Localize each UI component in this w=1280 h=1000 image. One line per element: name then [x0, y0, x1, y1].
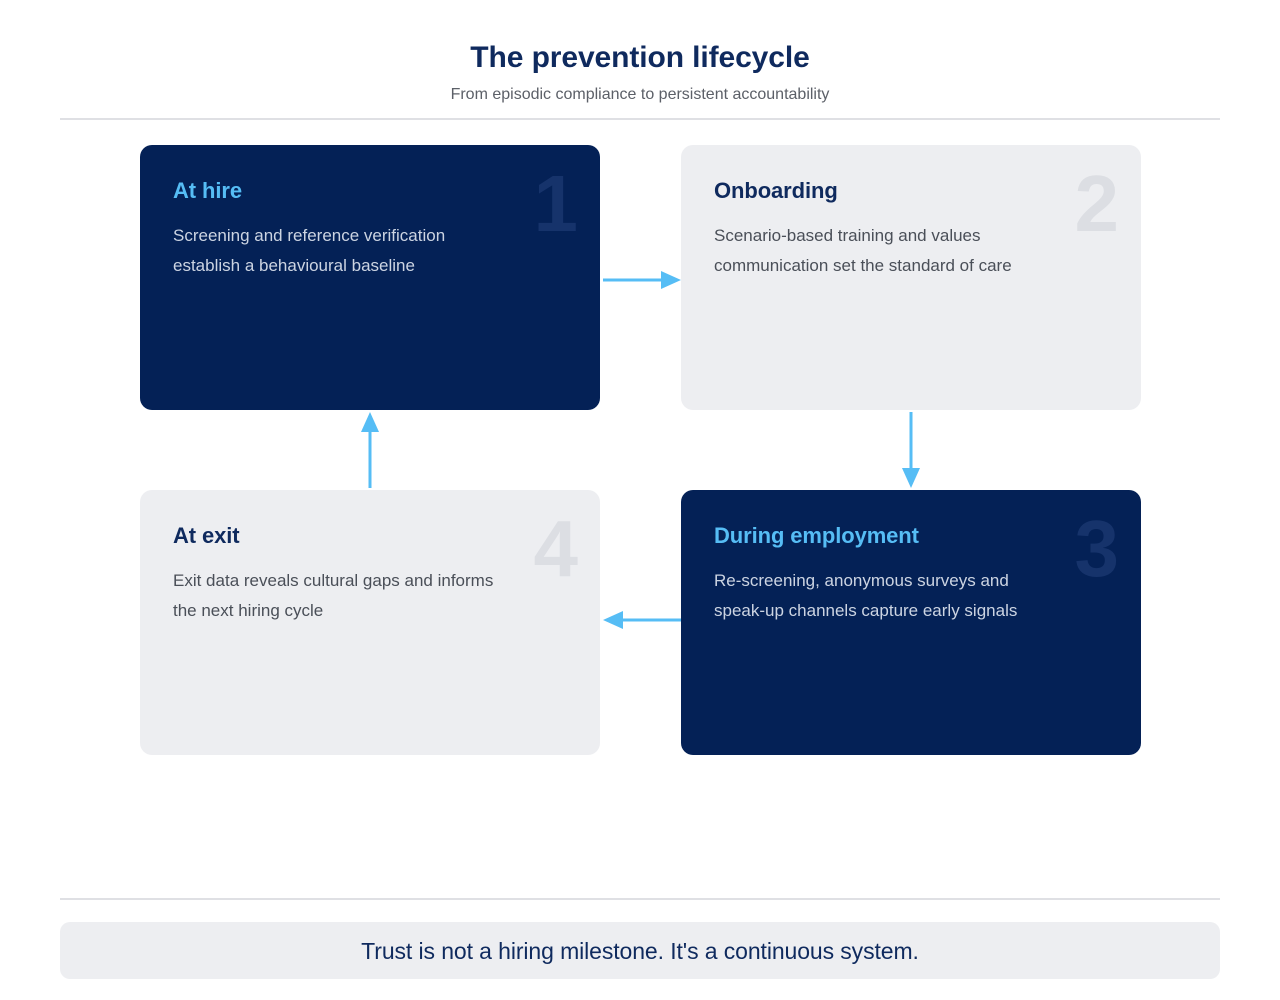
- arrow-left-icon: [603, 611, 681, 629]
- arrow-right-icon: [603, 271, 681, 289]
- card-title: Onboarding: [714, 178, 838, 203]
- arrow-down-icon: [902, 412, 920, 488]
- page-title: The prevention lifecycle: [470, 41, 810, 74]
- card-description: Re-screening, anonymous surveys and spea…: [714, 571, 1018, 620]
- card-description: Screening and reference verification est…: [173, 226, 446, 275]
- header-divider: [60, 118, 1220, 120]
- footer-divider: [60, 898, 1220, 900]
- page-header: The prevention lifecycle From episodic c…: [0, 0, 1280, 106]
- card-description: Scenario-based training and values commu…: [714, 226, 1012, 275]
- card-title: At hire: [173, 178, 242, 203]
- footer-statement: Trust is not a hiring milestone. It's a …: [361, 937, 919, 964]
- footer-banner: Trust is not a hiring milestone. It's a …: [60, 922, 1220, 979]
- lifecycle-card-at-exit[interactable]: 4 At exit Exit data reveals cultural gap…: [140, 490, 600, 755]
- lifecycle-card-onboarding[interactable]: 2 Onboarding Scenario-based training and…: [681, 145, 1141, 410]
- lifecycle-card-during-employment[interactable]: 3 During employment Re-screening, anonym…: [681, 490, 1141, 755]
- lifecycle-card-at-hire[interactable]: 1 At hire Screening and reference verifi…: [140, 145, 600, 410]
- card-description: Exit data reveals cultural gaps and info…: [173, 571, 494, 620]
- card-title: At exit: [173, 523, 240, 548]
- arrow-up-icon: [361, 412, 379, 488]
- page-subtitle: From episodic compliance to persistent a…: [450, 86, 830, 103]
- card-title: During employment: [714, 523, 919, 548]
